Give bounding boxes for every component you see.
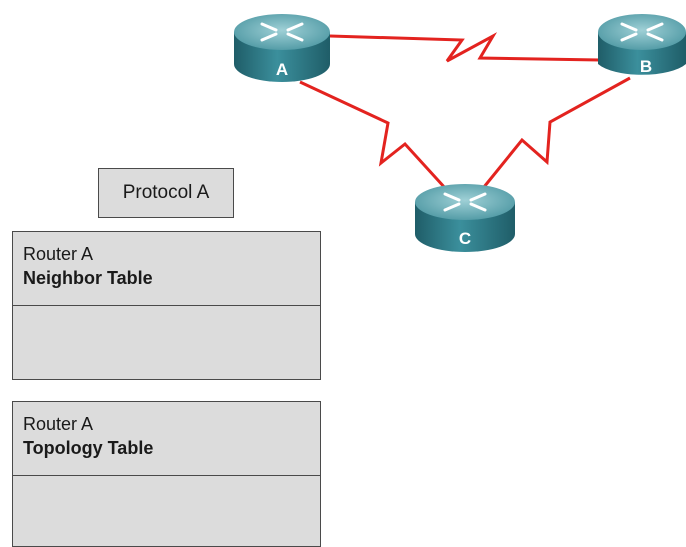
router-icon <box>415 184 515 252</box>
neighbor-table-header: Router A Neighbor Table <box>13 232 320 306</box>
router-icon <box>234 14 330 82</box>
router-b: B <box>598 14 686 76</box>
neighbor-table-title: Neighbor Table <box>23 268 153 288</box>
protocol-label: Protocol A <box>122 182 210 203</box>
neighbor-table: Router A Neighbor Table <box>12 231 321 380</box>
protocol-box: Protocol A <box>98 168 234 218</box>
topology-table-header: Router A Topology Table <box>13 402 320 476</box>
router-c-label: C <box>459 229 471 248</box>
router-a: A <box>234 14 330 82</box>
neighbor-table-router: Router A <box>23 244 94 264</box>
link-a-b <box>329 32 601 63</box>
link-a-c <box>299 80 448 191</box>
link-b-c <box>482 76 631 188</box>
topology-table-title: Topology Table <box>23 438 154 458</box>
topology-table: Router A Topology Table <box>12 401 321 547</box>
router-icon <box>598 14 686 75</box>
router-a-label: A <box>276 60 288 79</box>
topology-table-router: Router A <box>23 414 94 434</box>
router-b-label: B <box>640 57 652 76</box>
router-c: C <box>415 184 515 252</box>
